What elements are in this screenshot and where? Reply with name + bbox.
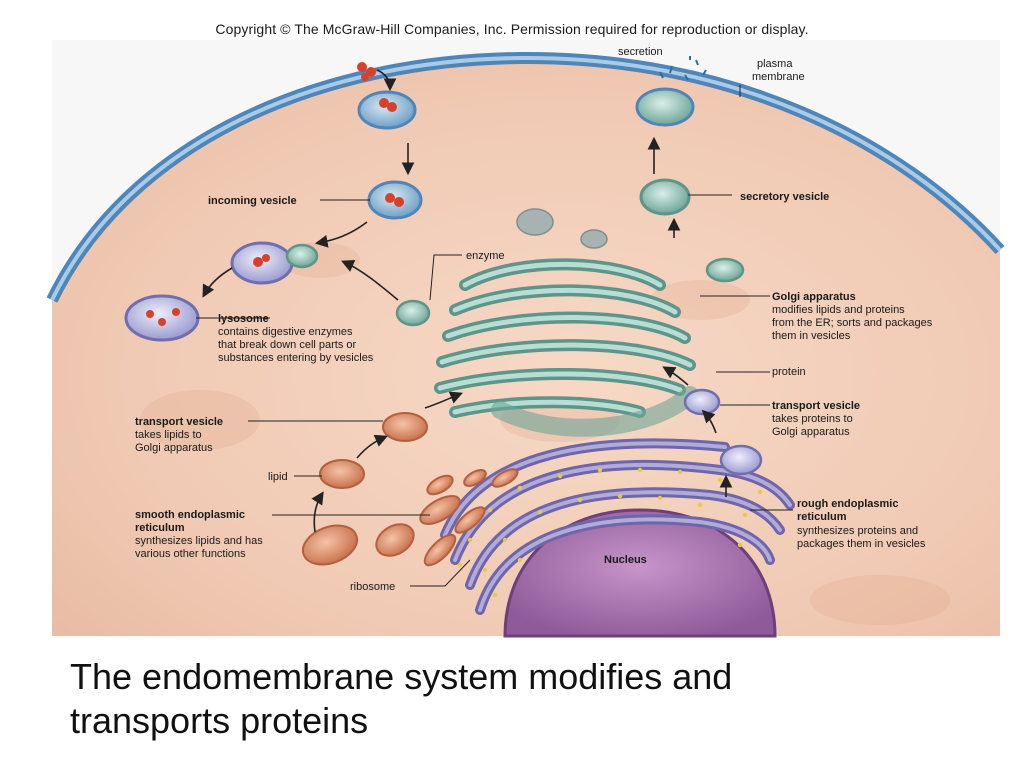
label-smooth-er-desc-2: various other functions: [135, 548, 246, 560]
label-protein: protein: [772, 366, 806, 378]
label-smooth-er-desc-1: synthesizes lipids and has: [135, 535, 263, 547]
label-rough-er-desc-1: synthesizes proteins and: [797, 525, 918, 537]
label-transport-vesicle-right-desc-2: Golgi apparatus: [772, 426, 850, 438]
process-arrows: [202, 69, 733, 533]
label-lysosome-desc-3: substances entering by vesicles: [218, 352, 374, 364]
label-enzyme: enzyme: [466, 250, 505, 262]
label-nucleus: Nucleus: [604, 554, 647, 566]
label-lipid: lipid: [268, 471, 288, 483]
caption-line-1: The endomembrane system modifies and: [70, 656, 733, 697]
label-lysosome-desc-1: contains digestive enzymes: [218, 326, 353, 338]
label-secretion: secretion: [618, 46, 663, 58]
label-rough-er-title-2: reticulum: [797, 511, 847, 523]
label-transport-vesicle-right-desc-1: takes proteins to: [772, 413, 853, 425]
rough-er-inner: [443, 441, 792, 612]
label-golgi-desc-2: from the ER; sorts and packages: [772, 317, 933, 329]
caption-line-2: transports proteins: [70, 700, 369, 741]
extracellular-cargo: [357, 62, 376, 81]
label-plasma-membrane-1: plasma: [757, 58, 793, 70]
fusing-lysosome: [230, 241, 319, 285]
enzyme-vesicle: [395, 299, 431, 327]
label-lysosome-title: lysosome: [218, 313, 269, 325]
label-transport-vesicle-left-title: transport vesicle: [135, 416, 223, 428]
ribosome-dots: [457, 467, 763, 598]
label-transport-vesicle-left-desc-2: Golgi apparatus: [135, 442, 213, 454]
label-rough-er-title-1: rough endoplasmic: [797, 498, 898, 510]
label-golgi-title: Golgi apparatus: [772, 291, 856, 303]
label-smooth-er-title-1: smooth endoplasmic: [135, 509, 245, 521]
transport-vesicle-lipid: [319, 412, 428, 489]
label-golgi-desc-1: modifies lipids and proteins: [772, 304, 905, 316]
copyright-notice: Copyright © The McGraw-Hill Companies, I…: [215, 21, 809, 37]
smooth-endoplasmic-reticulum: [301, 468, 519, 567]
label-ribosome: ribosome: [350, 581, 395, 593]
label-lysosome-desc-2: that break down cell parts or: [218, 339, 357, 351]
transport-vesicle-protein: [683, 388, 763, 476]
label-incoming-vesicle: incoming vesicle: [208, 195, 297, 207]
incoming-vesicle: [367, 180, 423, 220]
nucleus: [503, 508, 777, 638]
cell-body: [46, 40, 1005, 636]
golgi-vesicle: [705, 257, 745, 283]
leader-lines: [196, 85, 793, 587]
label-secretory-vesicle: secretory vesicle: [740, 191, 829, 203]
label-plasma-membrane-2: membrane: [752, 71, 805, 83]
diagram-labels: secretion plasma membrane incoming vesic…: [135, 46, 933, 593]
golgi-apparatus: [434, 258, 699, 437]
label-golgi-desc-3: them in vesicles: [772, 330, 851, 342]
label-transport-vesicle-left-desc-1: takes lipids to: [135, 429, 202, 441]
endocytosis-pocket: [357, 90, 417, 130]
slide-caption: The endomembrane system modifies and tra…: [70, 655, 930, 743]
secretion-particles: [659, 56, 707, 81]
secretory-vesicle: [639, 178, 691, 216]
label-smooth-er-title-2: reticulum: [135, 522, 185, 534]
label-rough-er-desc-2: packages them in vesicles: [797, 538, 926, 550]
label-transport-vesicle-right-title: transport vesicle: [772, 400, 860, 412]
lysosome: [124, 294, 200, 342]
cytoplasm-granules: [516, 208, 608, 249]
secretion-pocket: [635, 87, 695, 127]
